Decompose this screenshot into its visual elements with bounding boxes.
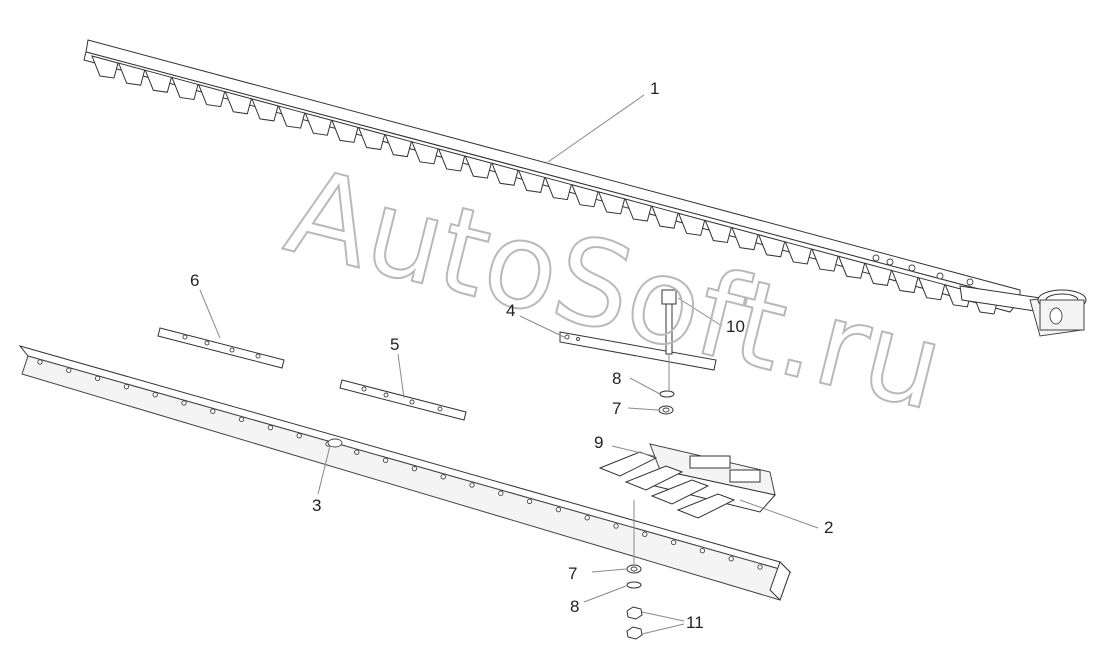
label-part-9: 9: [594, 433, 603, 452]
beam-hole: [382, 457, 389, 464]
spring-washer-lower: [626, 581, 642, 589]
beam-hole: [728, 556, 734, 562]
label-part-4: 4: [506, 301, 515, 320]
knife-tooth: [837, 255, 866, 279]
knife-tooth: [197, 83, 226, 108]
knife-tooth: [757, 234, 786, 258]
knife-tooth: [517, 169, 546, 193]
knife-rivets: [872, 254, 974, 286]
knife-tooth: [251, 98, 279, 122]
washer-lower: [626, 564, 642, 574]
knife-tooth: [731, 226, 759, 251]
beam-hole: [181, 400, 187, 406]
beam-hole: [66, 367, 72, 373]
beam-hole: [469, 482, 475, 488]
beam-hole: [152, 392, 158, 398]
beam-hole: [526, 498, 533, 505]
guard-fingers: [598, 451, 736, 519]
knife-tooth: [624, 198, 652, 222]
label-part-8-lower: 8: [570, 597, 579, 616]
knife-tooth: [677, 212, 706, 236]
beam-hole: [642, 531, 648, 537]
knife-tooth: [864, 262, 892, 286]
beam-hole: [670, 539, 677, 546]
label-part-7-lower: 7: [568, 564, 577, 583]
guard-finger: [598, 451, 658, 477]
beam-hole: [210, 408, 216, 414]
guard-finger: [624, 465, 684, 491]
knife-tooth: [784, 241, 812, 265]
beam-hole: [440, 474, 446, 480]
cutter-bar-beam: [18, 345, 792, 601]
knife-head: [959, 285, 1087, 337]
knife-tooth: [491, 162, 519, 186]
label-part-10: 10: [726, 317, 745, 336]
beam-hole: [555, 506, 562, 513]
beam-hole: [584, 515, 590, 521]
beam-hole: [94, 375, 101, 382]
label-part-5: 5: [390, 335, 399, 354]
nuts: [626, 606, 643, 640]
knife-tooth: [91, 55, 119, 79]
knife-tooth: [171, 76, 199, 101]
beam-hole: [296, 433, 302, 439]
beam-hole: [699, 547, 706, 554]
knife-tooth: [811, 248, 839, 272]
label-part-11: 11: [686, 613, 704, 632]
knife-tooth: [464, 155, 492, 179]
label-part-8-upper: 8: [612, 369, 621, 388]
leader-lines: [199, 94, 819, 635]
bolt: [661, 289, 677, 355]
beam-hole: [498, 490, 504, 496]
spring-washer-upper: [659, 390, 675, 398]
knife-tooth: [704, 219, 732, 244]
beam-hole: [757, 564, 763, 570]
label-part-3: 3: [312, 496, 321, 515]
knife-teeth: [91, 55, 999, 315]
beam-hole: [411, 465, 418, 472]
label-part-7-upper: 7: [612, 399, 621, 418]
knife-tooth: [544, 176, 572, 201]
knife-tooth: [651, 205, 679, 229]
beam-hole: [37, 359, 43, 365]
knife-tooth: [411, 141, 439, 165]
beam-hole: [123, 383, 130, 390]
label-part-1: 1: [650, 79, 659, 98]
label-part-6: 6: [190, 271, 199, 290]
clamp-plate: [559, 331, 717, 371]
knife-tooth: [917, 276, 946, 301]
knife-tooth: [891, 269, 919, 294]
knife-tooth: [597, 191, 626, 215]
washer-upper: [658, 405, 674, 415]
guard-finger: [676, 493, 736, 519]
knife-bar: [83, 39, 1087, 337]
knife-tooth: [331, 119, 359, 143]
knife-tooth: [117, 62, 146, 86]
guard-finger: [650, 479, 710, 505]
knife-tooth: [357, 126, 386, 151]
knife-tooth: [384, 133, 412, 158]
knife-tooth: [224, 91, 252, 115]
knife-tooth: [304, 112, 332, 136]
label-part-2: 2: [824, 518, 833, 537]
beam-hole: [267, 424, 274, 431]
finger-guard-assembly: [598, 443, 776, 519]
beam-hole: [613, 523, 619, 529]
knife-tooth: [144, 69, 172, 93]
knife-tooth: [437, 148, 466, 172]
knife-tooth: [277, 105, 306, 129]
knife-tooth: [571, 183, 599, 208]
beam-hole: [354, 449, 360, 455]
beam-hole: [238, 416, 245, 423]
wear-plate-upper: [157, 327, 285, 369]
wear-plate-lower: [339, 379, 467, 421]
beam-holes: [37, 359, 763, 570]
